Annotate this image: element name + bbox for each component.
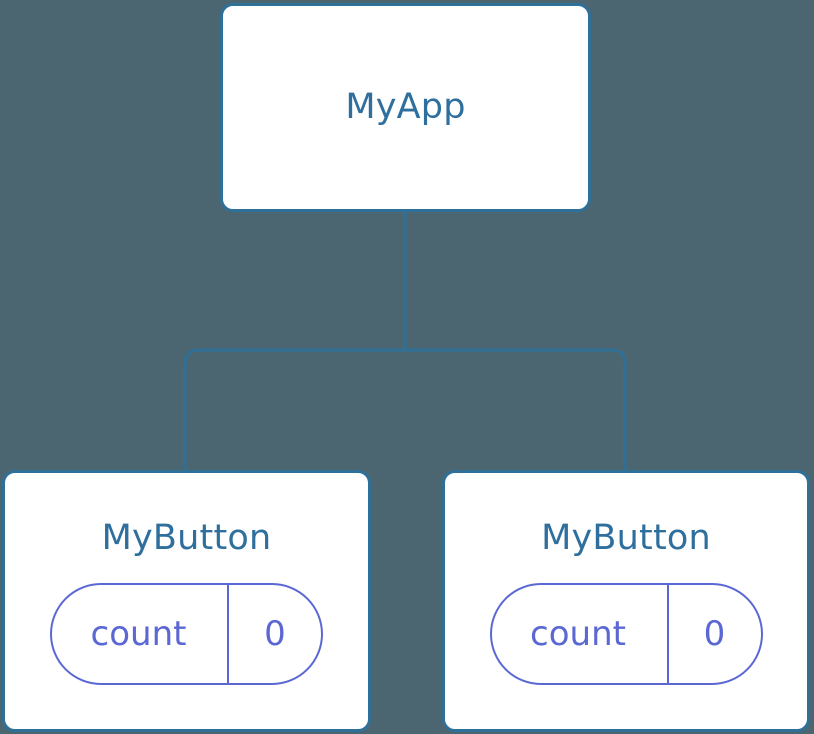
state-value-right: 0 <box>666 585 761 683</box>
node-myapp[interactable]: MyApp <box>220 3 591 212</box>
node-mybutton-right[interactable]: MyButton count 0 <box>442 470 810 732</box>
node-myapp-label: MyApp <box>345 87 466 127</box>
state-key-right: count <box>530 614 626 654</box>
state-key-left: count <box>90 614 187 654</box>
edge-root-to-left <box>183 348 405 470</box>
node-mybutton-right-label: MyButton <box>541 518 711 558</box>
state-capsule-right: count 0 <box>489 583 763 685</box>
node-mybutton-left-label: MyButton <box>101 518 272 558</box>
state-value-left: 0 <box>227 585 321 683</box>
edge-root-to-right <box>405 348 627 470</box>
state-capsule-left: count 0 <box>50 583 323 685</box>
node-mybutton-left[interactable]: MyButton count 0 <box>2 470 371 732</box>
